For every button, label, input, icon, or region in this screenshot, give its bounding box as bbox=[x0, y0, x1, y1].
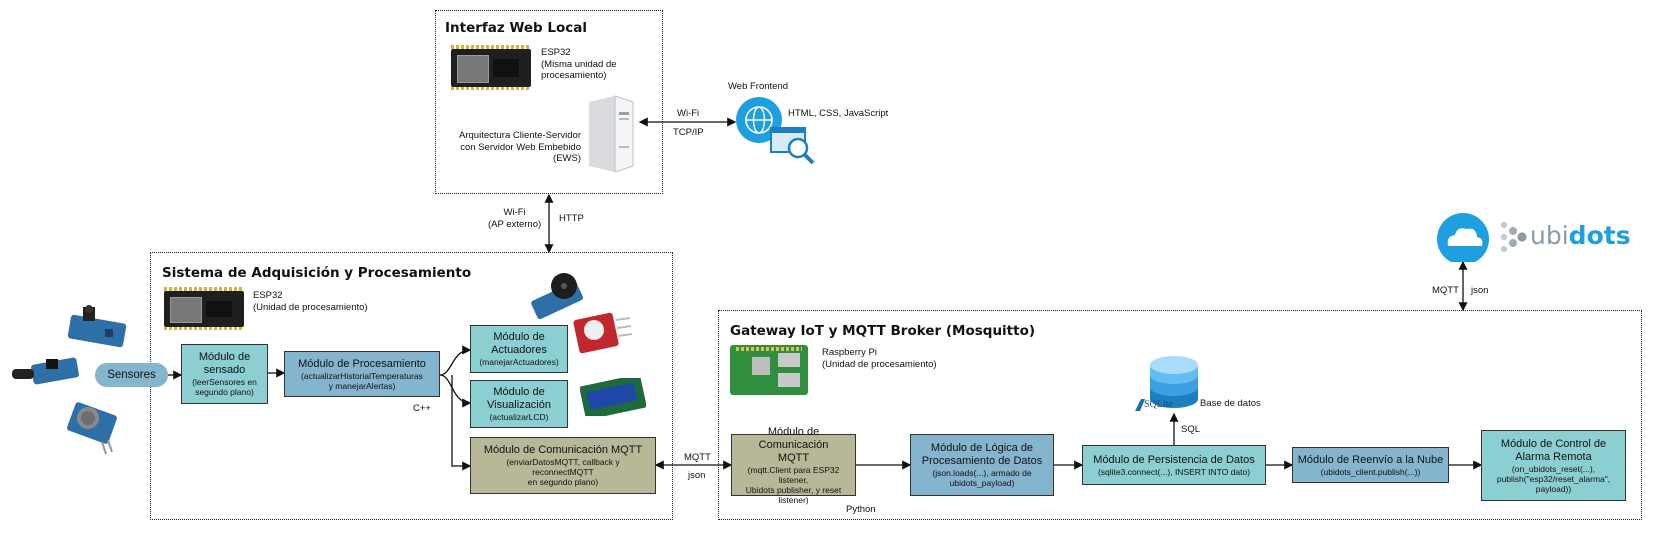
processing-module-sub-1: (actualizarHistorialTemperaturas bbox=[301, 370, 423, 381]
sensing-module-title: Módulo de sensado bbox=[198, 351, 251, 376]
web-acq-link-right: HTTP bbox=[559, 213, 584, 224]
display-module: Módulo de Visualización (actualizarLCD) bbox=[470, 380, 568, 428]
display-module-title-1: Módulo de bbox=[493, 386, 545, 398]
sqlite-logo: SQLite bbox=[1133, 397, 1179, 413]
cloud-icon bbox=[1437, 213, 1489, 262]
sensors-node: Sensores bbox=[95, 363, 168, 387]
gas-sensor-image bbox=[64, 398, 122, 456]
flame-sensor-image bbox=[65, 305, 129, 349]
gw-mqtt-module-title-1: Módulo de Comunicación bbox=[758, 425, 829, 451]
cloud-link-right: json bbox=[1471, 285, 1489, 296]
web-server-icon bbox=[585, 94, 637, 174]
alarm-module: Módulo de Control de Alarma Remota (on_u… bbox=[1481, 430, 1626, 501]
actuators-module: Módulo de Actuadores (manejarActuadores) bbox=[470, 325, 568, 373]
web-frontend-title: Web Frontend bbox=[728, 81, 789, 92]
persistence-module: Módulo de Persistencia de Datos (sqlite3… bbox=[1082, 445, 1266, 485]
alarm-module-title-1: Módulo de Control de bbox=[1500, 437, 1607, 450]
forward-module-title: Módulo de Reenvío a la Nube bbox=[1297, 453, 1444, 466]
web-link-top-label: Wi-Fi bbox=[677, 108, 700, 119]
acq-esp32-desc: (Unidad de procesamiento) bbox=[253, 301, 368, 313]
gateway-title: Gateway IoT y MQTT Broker (Mosquitto) bbox=[730, 323, 1036, 339]
rpi-desc: (Unidad de procesamiento) bbox=[822, 358, 937, 370]
sensing-module-sub-1: (leerSensores en bbox=[192, 377, 257, 387]
sensors-label: Sensores bbox=[107, 369, 156, 381]
processing-module-title: Módulo de Procesamiento bbox=[298, 357, 426, 370]
web-arch-line-1: Arquitectura Cliente-Servidor bbox=[459, 130, 581, 141]
alarm-module-sub-3: payload)) bbox=[1535, 483, 1572, 494]
web-esp32-desc-2: procesamiento) bbox=[541, 70, 607, 81]
logic-module-title-2: Procesamiento de Datos bbox=[921, 455, 1043, 467]
persistence-module-title: Módulo de Persistencia de Datos bbox=[1093, 453, 1255, 466]
cloud-link-left: MQTT bbox=[1432, 285, 1459, 296]
alarm-module-sub-2: publish("esp32/reset_alarma", bbox=[1496, 473, 1611, 484]
processing-module: Módulo de Procesamiento (actualizarHisto… bbox=[284, 351, 440, 397]
gw-mqtt-module-sub-2: Ubidots publisher, y reset listener) bbox=[745, 484, 842, 505]
raspberry-pi-image bbox=[730, 343, 810, 397]
led-module-image bbox=[572, 308, 634, 354]
ubidots-text-b: dots bbox=[1568, 221, 1631, 250]
web-interface-group bbox=[435, 10, 663, 194]
web-acq-link-left-1: Wi-Fi bbox=[503, 207, 526, 218]
sensing-module-sub-2: segundo plano) bbox=[195, 387, 254, 397]
sqlite-logo-text: SQLite bbox=[1144, 399, 1173, 410]
acq-gw-link-top: MQTT bbox=[684, 452, 711, 463]
sensing-module: Módulo de sensado (leerSensores en segun… bbox=[181, 344, 268, 404]
acq-esp32-board-image bbox=[164, 287, 244, 331]
database-icon bbox=[1148, 355, 1200, 411]
acq-gw-link-bottom: json bbox=[688, 470, 706, 481]
alarm-module-sub-1: (on_ubidots_reset(...), bbox=[1511, 463, 1596, 474]
web-frontend-tech: HTML, CSS, JavaScript bbox=[788, 108, 889, 119]
actuators-module-sub: (manejarActuadores) bbox=[479, 357, 559, 367]
ir-sensor-image bbox=[10, 355, 80, 391]
db-link-label: SQL bbox=[1181, 424, 1201, 435]
acq-mqtt-module: Módulo de Comunicación MQTT (enviarDatos… bbox=[470, 437, 656, 494]
esp32-board-image bbox=[451, 45, 531, 90]
rpi-name: Raspberry Pi bbox=[822, 347, 877, 358]
acq-mqtt-module-title: Módulo de Comunicación MQTT bbox=[483, 444, 643, 456]
logic-module-title-1: Módulo de Lógica de bbox=[930, 442, 1034, 454]
logic-module: Módulo de Lógica de Procesamiento de Dat… bbox=[910, 434, 1054, 496]
lcd-display-image bbox=[579, 374, 647, 420]
web-acq-link-left-2: (AP externo) bbox=[488, 218, 542, 230]
web-esp32-name: ESP32 bbox=[541, 47, 571, 58]
web-link-bottom-label: TCP/IP bbox=[673, 127, 704, 138]
acq-mqtt-module-sub-2: reconnectMQTT bbox=[532, 467, 594, 477]
web-arch-line-3: (EWS) bbox=[553, 153, 581, 164]
gateway-group bbox=[718, 310, 1642, 520]
buzzer-module-image bbox=[528, 268, 588, 320]
acq-mqtt-module-sub-1: (enviarDatosMQTT, callback y bbox=[506, 457, 620, 467]
processing-module-sub-2: y manejarAlertas) bbox=[328, 380, 396, 391]
database-label: Base de datos bbox=[1200, 398, 1261, 409]
acq-esp32-name: ESP32 bbox=[253, 290, 283, 301]
gw-mqtt-module-title-2: MQTT bbox=[777, 451, 810, 464]
gw-mqtt-module: Módulo de Comunicación MQTT (mqtt.Client… bbox=[731, 426, 856, 505]
actuators-module-title-2: Actuadores bbox=[491, 344, 547, 356]
acq-language-label: C++ bbox=[413, 403, 431, 414]
web-esp32-desc-1: (Misma unidad de bbox=[541, 58, 617, 70]
web-interface-title: Interfaz Web Local bbox=[445, 20, 587, 36]
logic-module-sub-1: (json.loads(...), armado de bbox=[932, 468, 1032, 478]
acq-mqtt-module-sub-3: en segundo plano) bbox=[527, 477, 599, 487]
gw-language-label: Python bbox=[846, 504, 876, 515]
display-module-title-2: Visualización bbox=[486, 399, 551, 411]
ubidots-logo: ubidots bbox=[1436, 212, 1636, 262]
gw-mqtt-module-sub-1: (mqtt.Client para ESP32 listener, bbox=[747, 464, 840, 485]
alarm-module-title-2: Alarma Remota bbox=[1515, 450, 1592, 463]
forward-module: Módulo de Reenvío a la Nube (ubidots_cli… bbox=[1292, 447, 1449, 483]
web-arch-line-2: con Servidor Web Embebido bbox=[460, 141, 581, 153]
display-module-sub: (actualizarLCD) bbox=[489, 412, 549, 422]
ubidots-text-a: ubi bbox=[1530, 221, 1569, 250]
actuators-module-title-1: Módulo de bbox=[493, 331, 545, 343]
logic-module-sub-2: ubidots_payload) bbox=[949, 478, 1015, 488]
ubidots-dots-icon bbox=[1500, 221, 1527, 253]
web-frontend-icon bbox=[735, 96, 823, 172]
forward-module-sub: (ubidots_client.publish(...)) bbox=[1320, 466, 1421, 477]
persistence-module-sub: (sqlite3.connect(...), INSERT INTO dato) bbox=[1097, 466, 1251, 477]
acquisition-title: Sistema de Adquisición y Procesamiento bbox=[162, 265, 472, 281]
